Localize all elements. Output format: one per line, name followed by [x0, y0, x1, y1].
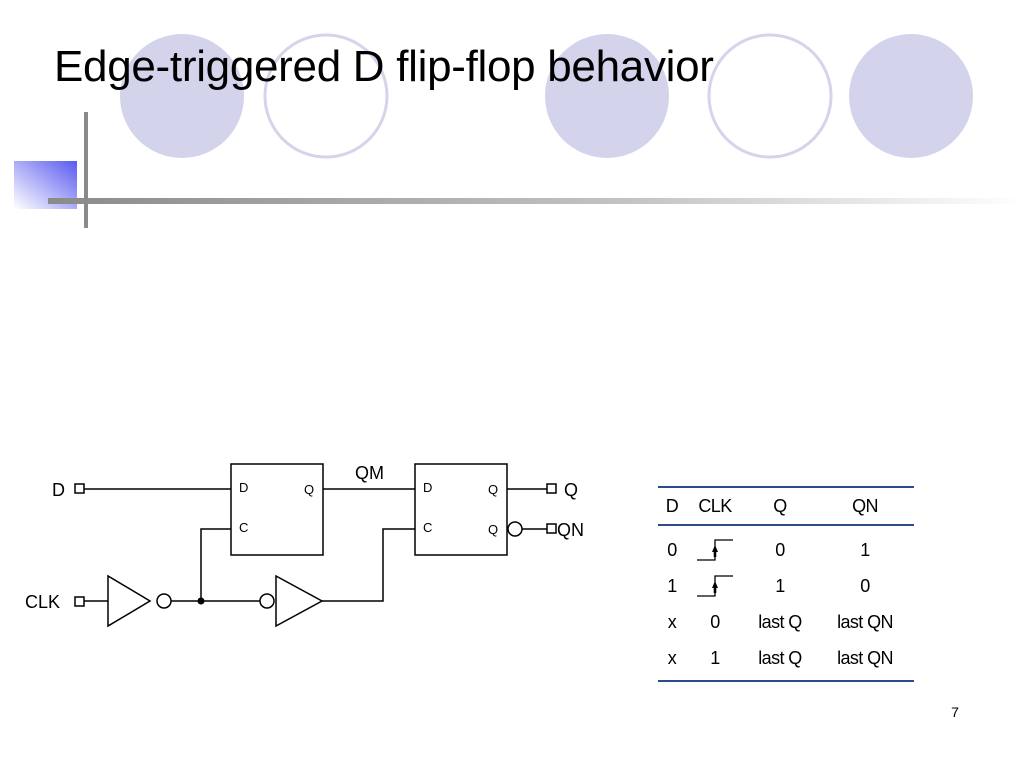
header-clk: CLK [686, 486, 744, 526]
deco-circle-outline [263, 33, 389, 159]
inverter-2-bubble [259, 593, 275, 609]
cell-clk: 1 [686, 640, 744, 682]
cell-qn: 0 [860, 575, 870, 596]
d-input-label: D [52, 480, 65, 500]
d-input-pin [74, 483, 85, 494]
header-qn: QN [816, 486, 914, 526]
slave-clock-wire [322, 528, 415, 602]
truth-table-header: D CLK Q QN [658, 486, 914, 526]
deco-circle-filled [120, 34, 244, 158]
cell-clk: 0 [710, 611, 720, 632]
master-d-pin-label: D [239, 480, 248, 495]
master-clock-wire [200, 528, 231, 601]
slide-title: Edge-triggered D flip-flop behavior [54, 42, 714, 91]
truth-table: D CLK Q QN 0 0 1 1 [658, 486, 914, 682]
table-row: x 0 last Q last QN [658, 604, 914, 640]
header-horizontal-rule [48, 198, 1024, 204]
clk-input-pin [74, 596, 85, 607]
table-row: x 1 last Q last QN [658, 640, 914, 682]
cell-d: x [667, 611, 677, 632]
cell-d: 0 [667, 539, 677, 560]
table-row: 1 1 0 [658, 568, 914, 604]
slave-q-pin-label: Q [488, 482, 498, 497]
slave-c-pin-label: C [423, 520, 432, 535]
slave-d-pin-label: D [423, 480, 432, 495]
cell-clk [686, 568, 744, 604]
q-output-label: Q [564, 480, 578, 500]
qn-output-pin [546, 523, 557, 534]
cell-q: 0 [775, 539, 785, 560]
qn-inversion-bubble [507, 521, 523, 537]
deco-circle-outline [707, 33, 833, 159]
master-c-pin-label: C [239, 520, 248, 535]
deco-circle-filled [545, 34, 669, 158]
clk-inverter-2 [275, 574, 324, 628]
header-vertical-rule [84, 112, 88, 228]
qm-signal-label: QM [355, 463, 384, 483]
cell-d: x [658, 640, 686, 682]
cell-d: 1 [667, 575, 677, 596]
table-row: 0 0 1 [658, 525, 914, 568]
slave-latch [414, 463, 508, 556]
rising-edge-icon [697, 539, 733, 561]
cell-q: last Q [744, 640, 816, 682]
master-latch [230, 463, 324, 556]
junction-dot [197, 597, 205, 605]
cell-clk [686, 525, 744, 568]
master-q-pin-label: Q [304, 482, 314, 497]
cell-q: last Q [758, 611, 802, 632]
clk-input-label: CLK [25, 592, 60, 612]
cell-qn: 1 [860, 539, 870, 560]
clk-inverter-1 [107, 574, 152, 628]
deco-circle-filled [849, 34, 973, 158]
header-d: D [658, 486, 686, 526]
slave-qbar-pin-label: Q [488, 522, 498, 537]
flip-flop-circuit: D CLK Q QN QM D C Q D C Q Q [25, 463, 584, 628]
header-q: Q [744, 486, 816, 526]
cell-q: 1 [775, 575, 785, 596]
qn-output-label: QN [557, 520, 584, 540]
header-decoration [14, 33, 1024, 228]
inverter-1-bubble [156, 593, 172, 609]
q-output-pin [546, 483, 557, 494]
page-number: 7 [951, 704, 959, 720]
cell-qn: last QN [837, 611, 893, 632]
rising-edge-icon [697, 575, 733, 597]
cell-qn: last QN [816, 640, 914, 682]
